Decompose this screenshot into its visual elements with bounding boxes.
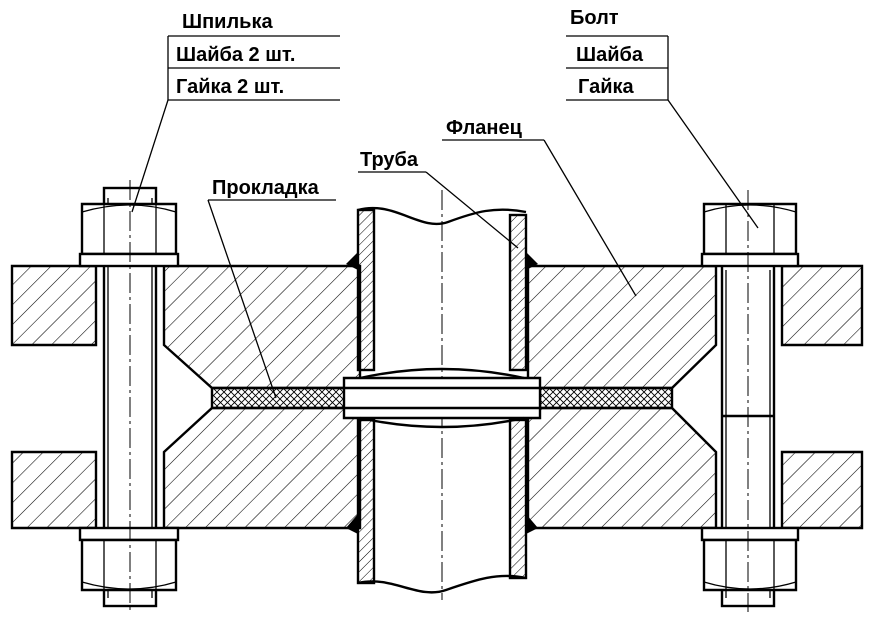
pipe	[342, 190, 542, 600]
upper-flange	[10, 264, 864, 390]
label-flange: Фланец	[446, 117, 523, 139]
label-gasket: Прокладка	[212, 177, 320, 199]
left-stud	[78, 180, 180, 612]
label-stud-nut: Гайка 2 шт.	[176, 76, 284, 98]
label-stud-washer: Шайба 2 шт.	[176, 44, 296, 66]
label-bolt: Болт	[570, 7, 619, 29]
label-bolt-nut: Гайка	[578, 76, 635, 98]
lower-flange	[10, 406, 864, 530]
leader-lines	[131, 35, 759, 399]
label-stud: Шпилька	[182, 11, 273, 33]
label-pipe: Труба	[360, 149, 419, 171]
label-bolt-washer: Шайба	[576, 44, 644, 66]
right-bolt	[700, 190, 800, 612]
